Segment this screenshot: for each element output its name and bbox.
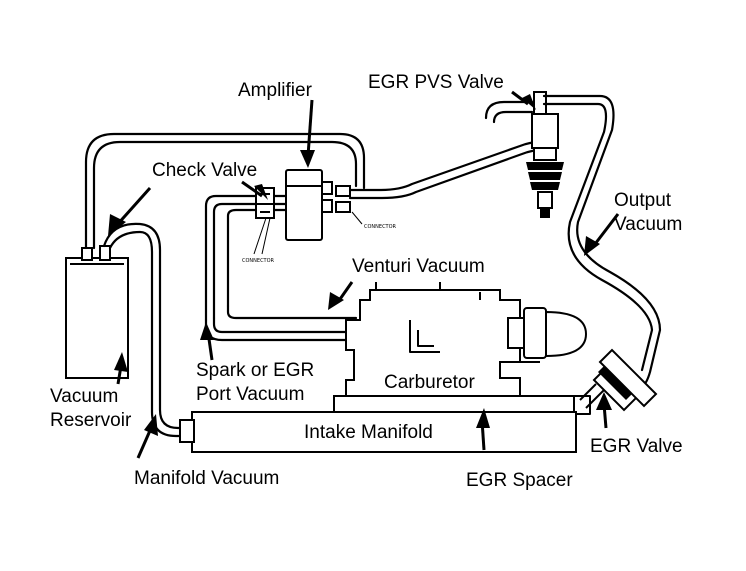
hose-venturi-vacuum bbox=[204, 304, 358, 342]
label-vacuum-reservoir-2: Reservoir bbox=[50, 410, 132, 431]
label-spark-egr-1: Spark or EGR bbox=[196, 360, 315, 381]
label-manifold-vacuum: Manifold Vacuum bbox=[134, 468, 280, 489]
label-vacuum-reservoir-1: Vacuum bbox=[50, 386, 119, 407]
label-carburetor: Carburetor bbox=[384, 372, 475, 393]
leader-arrows bbox=[108, 90, 620, 459]
label-amplifier: Amplifier bbox=[238, 80, 312, 101]
hose-output-vacuum bbox=[542, 94, 662, 390]
intake-manifold bbox=[179, 395, 591, 453]
label-egr-valve: EGR Valve bbox=[590, 436, 683, 457]
label-egr-spacer: EGR Spacer bbox=[466, 470, 573, 491]
label-intake-manifold: Intake Manifold bbox=[304, 422, 433, 443]
hose-amplifier-to-pvs bbox=[348, 140, 544, 200]
label-output-vacuum-1: Output bbox=[614, 190, 672, 211]
vacuum-reservoir bbox=[65, 245, 129, 379]
hose-check-valve bbox=[204, 194, 288, 322]
egr-pvs-valve bbox=[484, 91, 564, 218]
hose-reservoir-to-amplifier bbox=[84, 132, 366, 250]
svg-text:CONNECTOR: CONNECTOR bbox=[364, 224, 397, 230]
amplifier bbox=[285, 169, 351, 241]
label-output-vacuum-2: Vacuum bbox=[614, 214, 683, 235]
svg-text:CONNECTOR: CONNECTOR bbox=[242, 258, 275, 264]
carburetor bbox=[345, 282, 588, 399]
label-egr-pvs-valve: EGR PVS Valve bbox=[368, 72, 504, 93]
label-spark-egr-2: Port Vacuum bbox=[196, 384, 305, 405]
egr-valve bbox=[579, 348, 658, 412]
label-check-valve: Check Valve bbox=[152, 160, 258, 181]
connector-notes: CONNECTOR CONNECTOR bbox=[242, 211, 397, 264]
label-venturi-vacuum: Venturi Vacuum bbox=[352, 256, 485, 277]
